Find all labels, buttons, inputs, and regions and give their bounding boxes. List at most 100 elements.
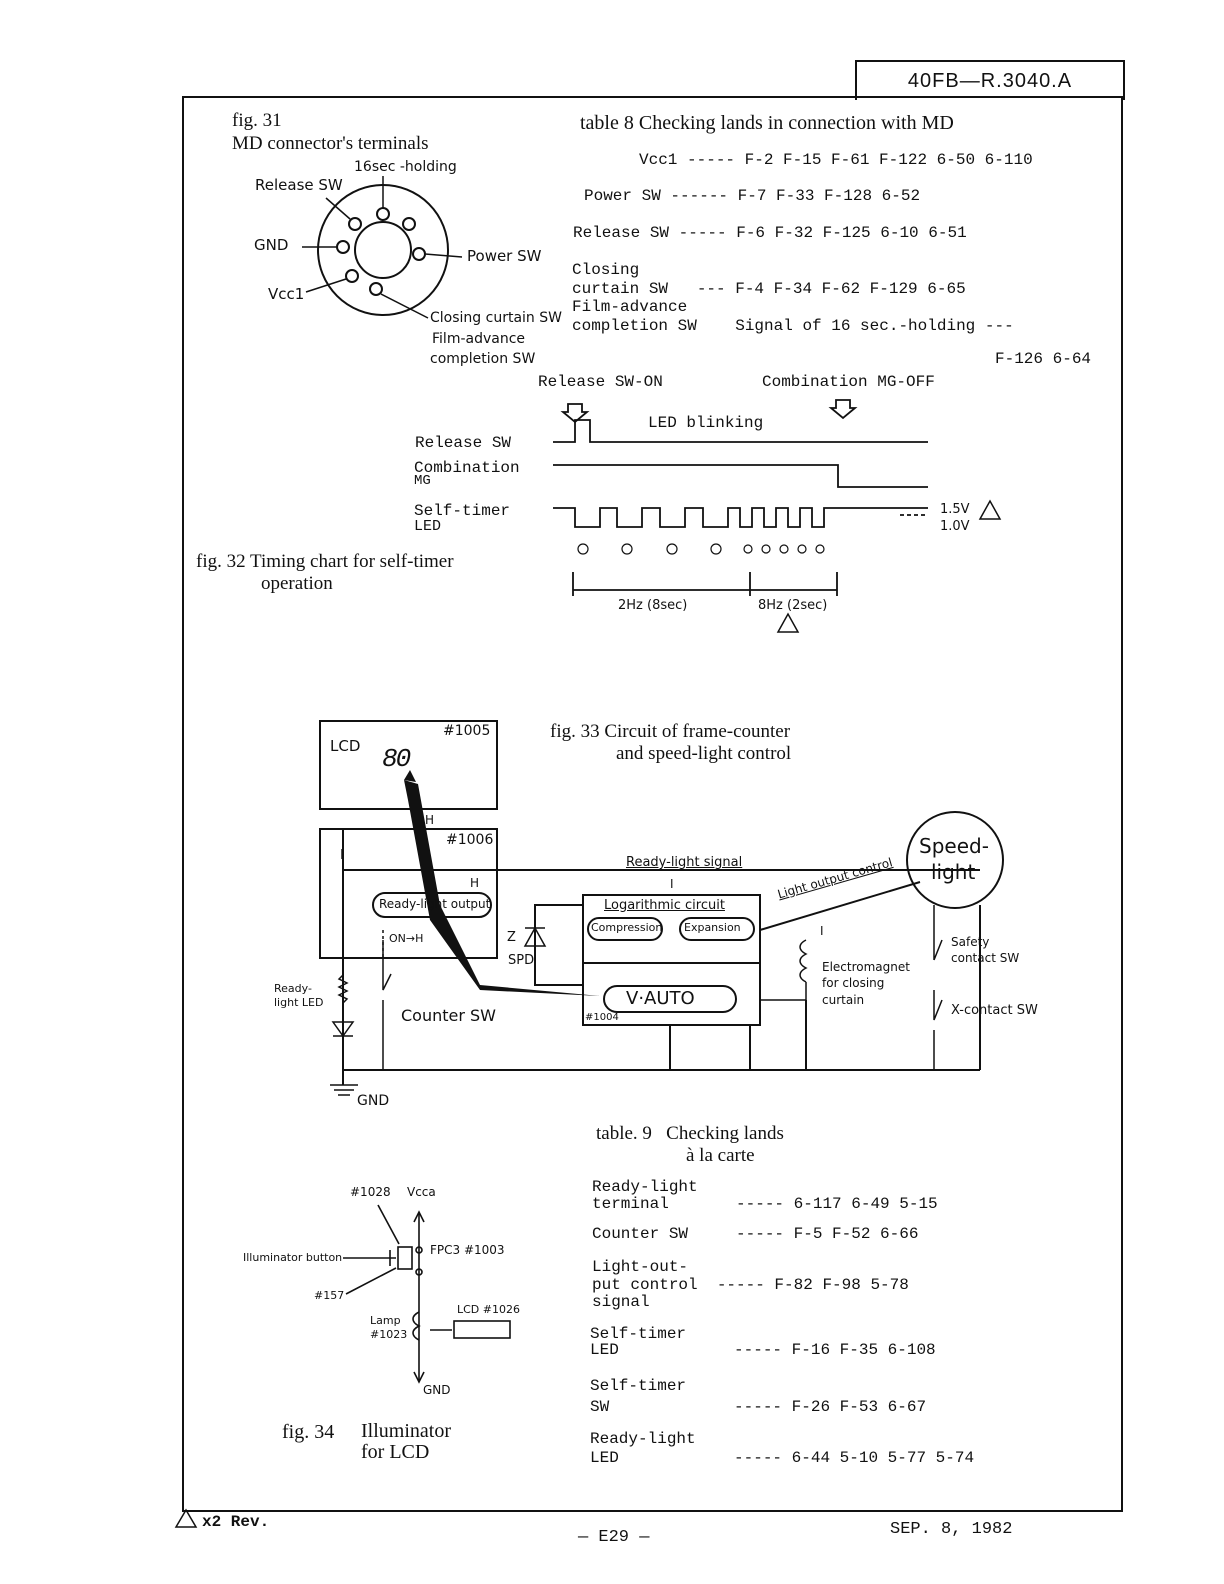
- label-2hz: 2Hz (8sec): [618, 598, 688, 613]
- fig34-title-2: for LCD: [361, 1441, 430, 1463]
- footer-revision: x2 Rev.: [202, 1513, 270, 1531]
- label-1023: #1023: [370, 1328, 408, 1341]
- fig32-title-1: Timing chart for self-timer: [250, 551, 454, 572]
- label-z: Z: [507, 930, 516, 945]
- label-lamp: Lamp: [370, 1314, 401, 1327]
- label-i-3: I: [820, 924, 824, 938]
- signal-mg: MG: [414, 473, 431, 489]
- table9-row-1b: terminal ----- 6-117 6-49 5-15: [592, 1195, 938, 1213]
- label-1-0v: 1.0V: [940, 519, 970, 534]
- table9-row-4b: LED ----- F-16 F-35 6-108: [590, 1341, 936, 1359]
- signal-release-sw: Release SW: [415, 434, 512, 452]
- table9-row-5a: Self-timer: [590, 1377, 687, 1395]
- label-16sec-holding: 16sec -holding: [354, 159, 457, 175]
- label-led-blinking: LED blinking: [648, 414, 764, 432]
- label-counter-sw: Counter SW: [401, 1006, 496, 1025]
- timing-chart-drawing: [553, 399, 1002, 633]
- label-1028: #1028: [350, 1185, 391, 1199]
- table8-row-closing-2: curtain SW --- F-4 F-34 F-62 F-129 6-65: [572, 280, 966, 298]
- fig33-caption: fig. 33 Circuit of frame-counter: [550, 721, 790, 743]
- page-frame: [182, 96, 1123, 1512]
- label-157: #157: [314, 1289, 345, 1302]
- label-spd: SPD: [508, 953, 535, 968]
- rev-triangle-icon: [174, 1508, 198, 1528]
- table8-title: table 8 Checking lands in connection wit…: [580, 112, 954, 134]
- fig34-title-1: Illuminator: [361, 1420, 451, 1442]
- label-1006: #1006: [446, 832, 494, 848]
- label-release-sw-on: Release SW-ON: [538, 373, 663, 391]
- table9-title-1: table. 9 Checking lands: [596, 1123, 784, 1144]
- label-electromagnet-1: Electromagnet: [822, 960, 910, 974]
- fig33-title-1: Circuit of frame-counter: [604, 721, 791, 742]
- label-illuminator-button: Illuminator button: [243, 1251, 343, 1264]
- lcd-digits: 80: [382, 744, 411, 774]
- label-light: light: [931, 860, 976, 884]
- label-logarithmic-circuit: Logarithmic circuit: [604, 898, 725, 913]
- document-id: 40FB—R.3040.A: [855, 60, 1125, 100]
- signal-self-timer: Self-timer: [414, 502, 511, 520]
- label-light-led: light LED: [274, 996, 324, 1009]
- label-speed: Speed-: [919, 834, 989, 858]
- table9-row-4a: Self-timer: [590, 1325, 687, 1343]
- label-film-advance: Film-advance: [432, 331, 526, 347]
- fig33-number: fig. 33: [550, 721, 600, 742]
- fig32-title-2: operation: [261, 573, 333, 594]
- label-v-auto: V·AUTO: [626, 988, 695, 1009]
- table8-row-power: Power SW ------ F-7 F-33 F-128 6-52: [584, 187, 921, 205]
- table8-row-film-1: Film-advance: [572, 298, 688, 316]
- signal-led: LED: [414, 518, 442, 535]
- label-vcca: Vcca: [407, 1185, 436, 1199]
- label-combination-mg-off: Combination MG-OFF: [762, 373, 935, 391]
- label-compression: Compression: [591, 921, 663, 934]
- table9-row-3b: put control ----- F-82 F-98 5-78: [592, 1276, 909, 1294]
- fig32-number: fig. 32: [196, 551, 246, 572]
- label-electromagnet-3: curtain: [822, 993, 865, 1007]
- label-gnd-34: GND: [423, 1383, 451, 1397]
- label-expansion: Expansion: [684, 921, 741, 934]
- signal-combination: Combination: [414, 459, 520, 477]
- label-h-2: H: [470, 876, 480, 890]
- table9-row-6b: LED ----- 6-44 5-10 5-77 5-74: [590, 1449, 975, 1467]
- label-power-sw: Power SW: [467, 247, 542, 265]
- label-h-1: H: [425, 813, 435, 827]
- label-i-2: I: [670, 877, 674, 891]
- label-1005: #1005: [443, 723, 491, 739]
- table8-row-film-2: completion SW Signal of 16 sec.-holding …: [572, 317, 1014, 335]
- footer-page-number: — E29 —: [578, 1528, 650, 1547]
- fig33-title-2: and speed-light control: [616, 743, 792, 764]
- label-contact-sw: contact SW: [951, 951, 1020, 965]
- label-1-5v: 1.5V: [940, 502, 970, 517]
- table9-row-3a: Light-out-: [592, 1258, 689, 1276]
- label-vcc1: Vcc1: [268, 285, 305, 303]
- table8-row-closing-1: Closing: [572, 261, 640, 279]
- label-i-1: I: [340, 848, 344, 863]
- fig34-number: fig. 34: [282, 1421, 335, 1443]
- table8-row-continuation: F-126 6-64: [995, 350, 1092, 368]
- label-gnd: GND: [254, 236, 289, 254]
- table8-row-vcc1: Vcc1 ----- F-2 F-15 F-61 F-122 6-50 6-11…: [639, 151, 1033, 169]
- fig32-caption: fig. 32 Timing chart for self-timer: [196, 551, 454, 573]
- label-fpc3: FPC3 #1003: [430, 1243, 505, 1257]
- table9-row-1a: Ready-light: [592, 1178, 698, 1196]
- label-gnd-33: GND: [357, 1093, 390, 1109]
- label-ready: Ready-: [274, 982, 312, 995]
- label-closing-curtain-sw: Closing curtain SW: [430, 310, 562, 326]
- label-lcd: LCD: [330, 737, 361, 755]
- label-ready-light-output: Ready-light output: [379, 897, 491, 911]
- label-lcd-1026: LCD #1026: [457, 1303, 520, 1316]
- label-electromagnet-2: for closing: [822, 976, 885, 990]
- label-on-h: ON→H: [389, 932, 424, 945]
- fig31-number: fig. 31: [232, 110, 282, 131]
- frame-counter-circuit-drawing: [319, 720, 1004, 1096]
- table8-row-release: Release SW ----- F-6 F-32 F-125 6-10 6-5…: [573, 224, 967, 242]
- fig31-title: MD connector's terminals: [232, 133, 429, 154]
- footer-date: SEP. 8, 1982: [890, 1520, 1013, 1539]
- table9-title-2: à la carte: [686, 1145, 755, 1166]
- label-ready-light-signal: Ready-light signal: [626, 855, 743, 870]
- illuminator-drawing: [343, 1204, 511, 1384]
- md-connector-drawing: [302, 176, 463, 319]
- label-x-contact-sw: X-contact SW: [951, 1003, 1038, 1018]
- table9-row-2: Counter SW ----- F-5 F-52 6-66: [592, 1225, 919, 1243]
- table9-row-3c: signal: [592, 1293, 650, 1311]
